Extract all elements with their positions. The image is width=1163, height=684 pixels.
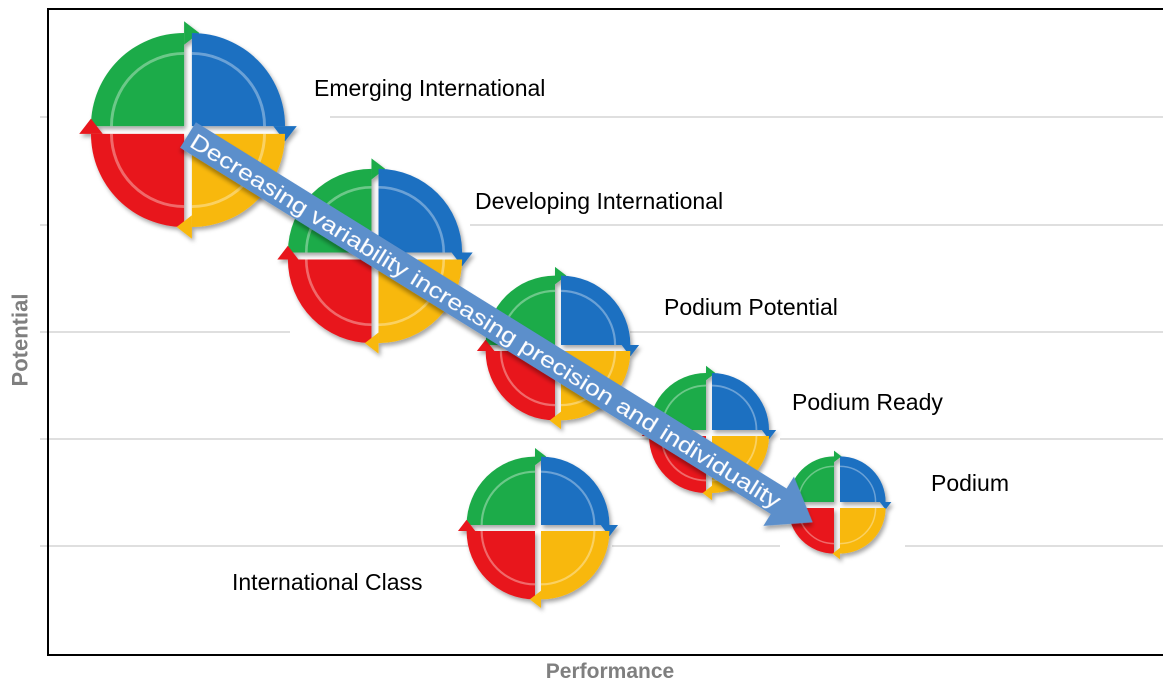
y-axis-ticks: [40, 116, 48, 547]
stage-label-podium-ready: Podium Ready: [792, 389, 943, 415]
y-axis-title: Potential: [7, 293, 32, 387]
quadrant-arrow-tip: [476, 339, 495, 351]
quadrant-arrow-tip: [371, 158, 386, 180]
quadrant-arrow-tip: [706, 365, 716, 381]
quadrant-arrow-tip: [457, 519, 476, 531]
arrow-label: Decreasing variability increasing precis…: [186, 129, 786, 514]
quadrant-arrow-tip: [555, 266, 567, 285]
cycle-quadrant-icon: [79, 21, 297, 239]
quadrant-highlight: [304, 259, 372, 327]
quadrant-highlight: [378, 185, 446, 253]
quadrant-arrow-tip: [176, 215, 192, 239]
quadrant-highlight: [109, 51, 185, 127]
quadrant-arrow-tip: [621, 345, 640, 357]
quadrant-highlight: [378, 259, 446, 327]
quadrant-arrow-tip: [832, 547, 840, 560]
quadrant-highlight: [560, 289, 617, 346]
quadrant-top-right: [191, 32, 286, 127]
quadrant-bottom-right: [541, 531, 610, 600]
quadrant-arrow-tip: [364, 332, 379, 354]
quadrant-arrow-tip: [761, 430, 777, 440]
stage-label-international-class: International Class: [232, 569, 423, 595]
quadrant-bottom-right: [840, 508, 886, 554]
quadrant-top-right: [712, 373, 769, 430]
quadrant-arrow-tip: [549, 411, 561, 430]
x-axis-title: Performance: [545, 660, 675, 683]
quadrant-top-right: [840, 456, 886, 502]
quadrant-bottom-left: [90, 133, 185, 228]
cycle-quadrant-icon: [457, 447, 619, 609]
quadrant-highlight: [480, 530, 536, 586]
quadrant-highlight: [540, 530, 596, 586]
cycle-quadrant-icon: [782, 450, 892, 560]
quadrant-top-right: [541, 456, 610, 525]
quadrant-bottom-left: [466, 531, 535, 600]
quadrant-highlight: [839, 507, 877, 545]
quadrant-arrow-tip: [702, 485, 712, 501]
quadrant-arrow-tip: [277, 245, 299, 260]
quadrant-arrow-tip: [834, 450, 842, 463]
quadrant-bottom-left: [287, 259, 372, 344]
quadrant-arrow-tip: [535, 447, 547, 466]
stage-label-podium: Podium: [931, 470, 1009, 496]
quadrant-highlight: [839, 465, 877, 503]
stage-label-developing: Developing International: [475, 188, 724, 214]
arrow-body: [180, 122, 813, 526]
quadrant-arrow-tip: [79, 118, 103, 134]
stage-label-podium-potential: Podium Potential: [664, 294, 838, 320]
quadrant-top-left: [466, 456, 535, 525]
quadrant-highlight: [109, 133, 185, 209]
stage-label-emerging: Emerging International: [314, 75, 546, 101]
quadrant-arrow-tip: [184, 21, 200, 45]
quadrant-arrow-tip: [600, 525, 619, 537]
quadrant-arrow-tip: [879, 502, 892, 510]
quadrant-top-left: [90, 32, 185, 127]
quadrant-highlight: [191, 51, 267, 127]
quadrant-highlight: [540, 470, 596, 526]
y-axis-title-box: Potential: [7, 240, 32, 440]
guide-lines: [48, 116, 1163, 547]
quadrant-highlight: [499, 350, 556, 407]
quadrant-top-right: [378, 168, 463, 253]
quadrant-highlight: [711, 384, 758, 431]
quadrant-arrow-tip: [273, 126, 297, 142]
quadrant-arrow-tip: [529, 590, 541, 609]
quadrant-arrow-tip: [451, 252, 473, 267]
quadrant-top-right: [561, 275, 631, 345]
quadrant-highlight: [480, 470, 536, 526]
